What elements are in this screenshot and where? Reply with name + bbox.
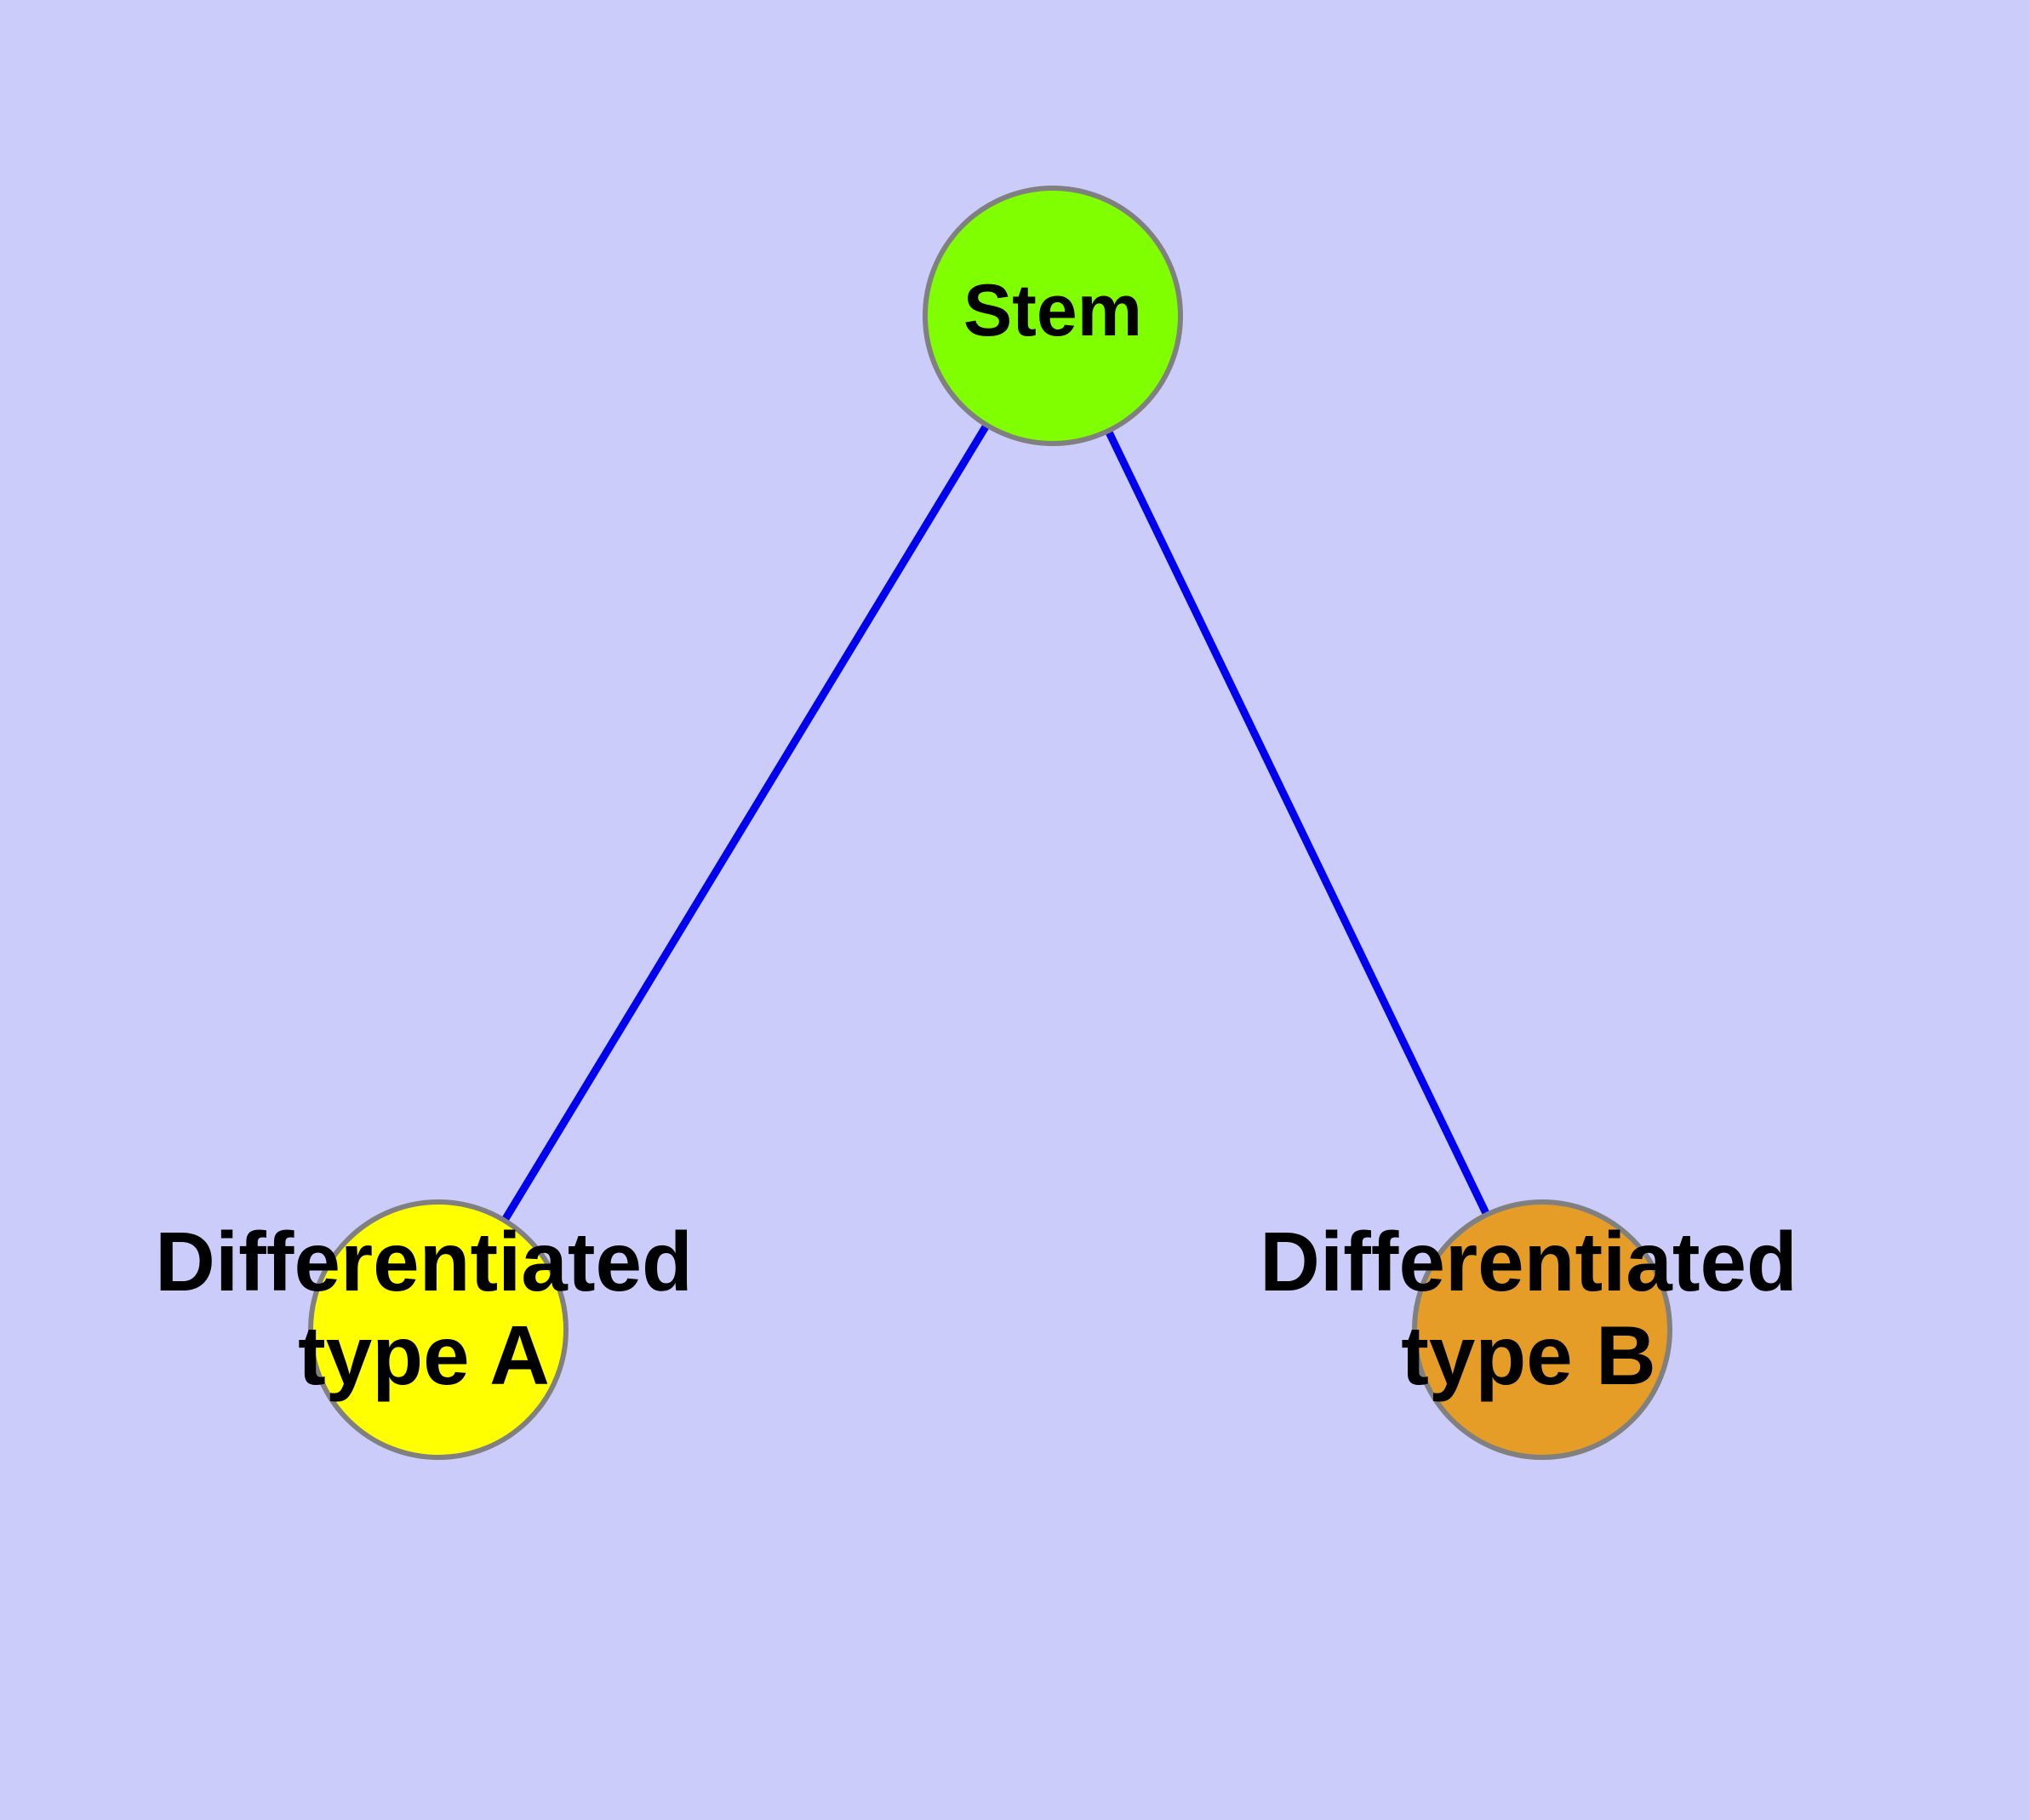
graph-node-diff-type-b[interactable] bbox=[1412, 1199, 1672, 1460]
graph-node-label-line: Differentiated bbox=[155, 1215, 693, 1308]
graph-edge[interactable] bbox=[500, 421, 992, 1225]
edges-layer bbox=[500, 421, 1492, 1225]
graph-node-label-line: Stem bbox=[963, 270, 1142, 352]
nodes-layer bbox=[308, 186, 1672, 1460]
graph-node-stem[interactable] bbox=[923, 186, 1183, 446]
graph-node-label-line: Differentiated bbox=[1260, 1215, 1798, 1308]
graph-node-label-line: type A bbox=[298, 1308, 550, 1402]
graph-node-label-line: type B bbox=[1401, 1308, 1656, 1402]
graph-node-diff-type-a[interactable] bbox=[308, 1199, 569, 1460]
graph-edge[interactable] bbox=[1103, 426, 1492, 1219]
graph-node-label-stem: Stem bbox=[963, 270, 1142, 352]
